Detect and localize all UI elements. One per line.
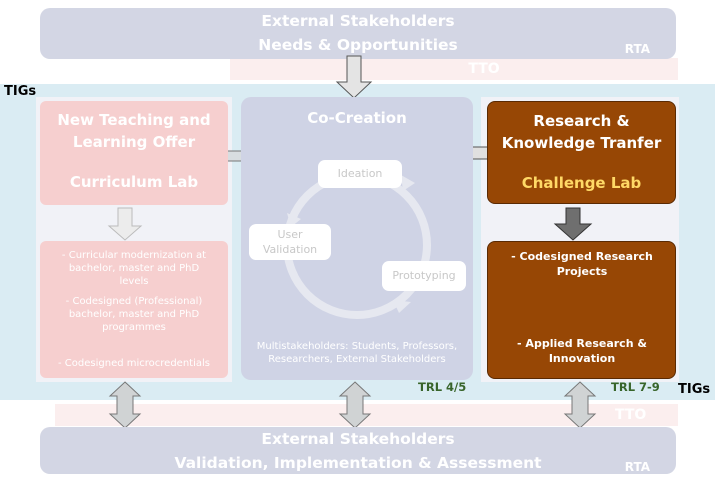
trl-7-9-label: TRL 7-9 (611, 380, 660, 394)
research-title-line2: Knowledge Tranfer (501, 134, 662, 152)
down-arrow-right-column-icon (553, 207, 593, 241)
vertical-double-arrow-right-icon (563, 381, 597, 429)
vertical-double-arrow-left-icon (108, 381, 142, 429)
teaching-learning-box: New Teaching and Learning Offer Curricul… (40, 101, 228, 205)
bottom-stakeholders-bar: External Stakeholders Validation, Implem… (40, 427, 676, 474)
trl-4-5-label: TRL 4/5 (418, 380, 467, 394)
user-validation-label: User Validation (249, 224, 331, 260)
ideation-label: Ideation (318, 160, 402, 188)
bottom-stakeholders-line1: External Stakeholders (261, 430, 455, 448)
top-stakeholders-line2: Needs & Opportunities (258, 36, 458, 54)
curriculum-item-2: - Codesigned (Professional) bachelor, ma… (65, 296, 203, 333)
down-arrow-left-column-icon (107, 207, 143, 241)
co-creation-title: Co-Creation (307, 109, 407, 127)
curriculum-item-3: - Codesigned microcredentials (58, 358, 210, 369)
research-title-line1: Research & (533, 112, 630, 130)
down-arrow-top-icon (335, 55, 373, 99)
tto-bottom-label: TTO (615, 407, 647, 423)
bottom-stakeholders-line2: Validation, Implementation & Assessment (174, 454, 542, 472)
curriculum-lab-label: Curriculum Lab (69, 173, 199, 191)
tigs-label-top: TIGs (4, 84, 37, 99)
cycle-arrowhead-2-icon (393, 300, 411, 313)
teaching-learning-title-line1: New Teaching and (57, 111, 211, 129)
top-rta-label: RTA (624, 42, 650, 56)
vertical-double-arrow-center-icon (338, 381, 372, 429)
curriculum-outcomes-list: - Curricular modernization at bachelor, … (40, 241, 228, 378)
research-item-2: - Applied Research & Innovation (517, 337, 647, 365)
bottom-rta-label: RTA (624, 460, 650, 474)
tto-top-label: TTO (468, 61, 500, 77)
bottom-double-arrows (108, 381, 597, 429)
tigs-label-bottom: TIGs (678, 382, 711, 397)
cycle-arrowhead-1-icon (401, 175, 415, 191)
challenge-lab-label: Challenge Lab (521, 174, 642, 192)
tto-top-strip: TTO (230, 58, 678, 80)
top-stakeholders-bar: External Stakeholders Needs & Opportunit… (40, 8, 676, 59)
teaching-learning-title-line2: Learning Offer (72, 133, 196, 151)
multistakeholders-note: Multistakeholders: Students, Professors,… (256, 341, 458, 365)
research-item-1: - Codesigned Research Projects (511, 250, 653, 278)
research-knowledge-box: Research & Knowledge Tranfer Challenge L… (487, 101, 676, 204)
research-outcomes-list: - Codesigned Research Projects - Applied… (487, 241, 676, 379)
cycle-arrowhead-3-icon (287, 213, 301, 227)
top-stakeholders-line1: External Stakeholders (261, 12, 455, 30)
prototyping-label: Prototyping (382, 261, 466, 291)
curriculum-item-1: - Curricular modernization at bachelor, … (61, 250, 207, 287)
